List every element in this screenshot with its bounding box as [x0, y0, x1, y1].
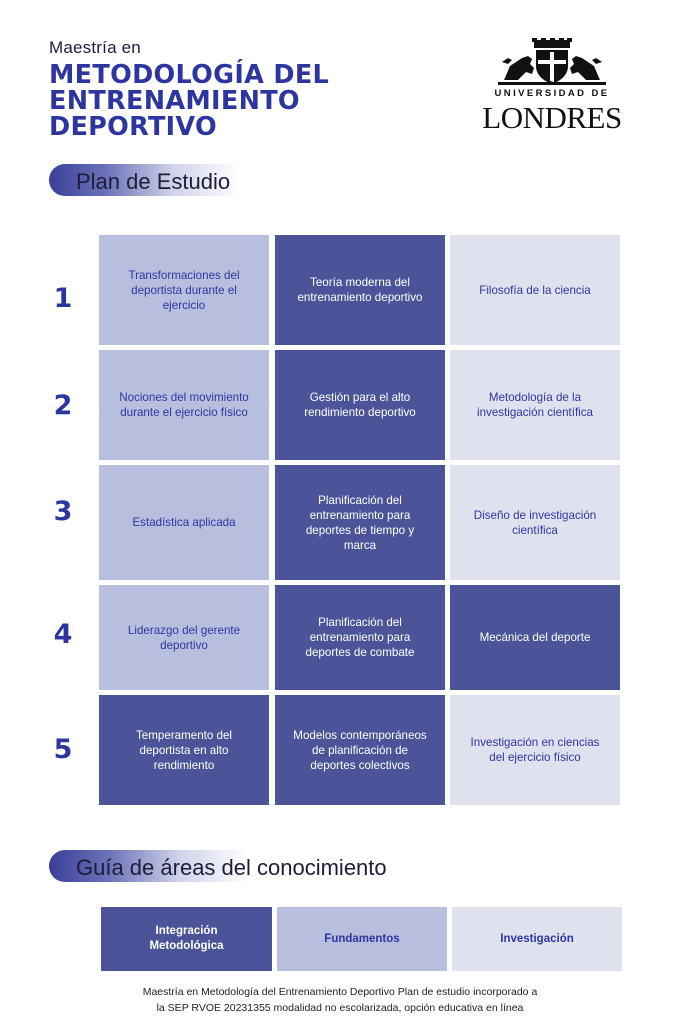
row-number-2: 2 [53, 390, 73, 421]
footer-note: Maestría en Metodología del Entrenamient… [80, 984, 600, 1016]
legend-integracion: Integración Metodológica [101, 907, 272, 971]
pre-title: Maestría en [49, 38, 141, 57]
row-number-5: 5 [53, 734, 73, 765]
course-cell: Temperamento del deportista en alto rend… [99, 695, 269, 805]
plan-section-title: Plan de Estudio [76, 169, 231, 194]
page-header: Maestría en METODOLOGÍA DEL ENTRENAMIENT… [49, 38, 409, 140]
course-cell: Investigación en ciencias del ejercicio … [450, 695, 620, 805]
course-cell: Gestión para el alto rendimiento deporti… [275, 350, 445, 460]
university-logo: UNIVERSIDAD DE LONDRES [474, 36, 630, 136]
logo-name-text: LONDRES [482, 100, 622, 135]
course-cell: Metodología de la investigación científi… [450, 350, 620, 460]
program-title: METODOLOGÍA DEL ENTRENAMIENTO DEPORTIVO [49, 62, 409, 140]
crest-icon [498, 38, 606, 85]
course-cell: Planificación del entrenamiento para dep… [275, 465, 445, 580]
guide-section-title: Guía de áreas del conocimiento [76, 855, 387, 880]
program-title-line-1: METODOLOGÍA DEL [49, 60, 330, 90]
plan-section-pill [49, 164, 239, 196]
course-cell: Liderazgo del gerente deportivo [99, 585, 269, 690]
course-cell: Estadística aplicada [99, 465, 269, 580]
row-number-4: 4 [53, 619, 73, 650]
course-cell: Transformaciones del deportista durante … [99, 235, 269, 345]
footer-line-2: la SEP RVOE 20231355 modalidad no escola… [156, 1002, 524, 1014]
legend-investigacion: Investigación [452, 907, 622, 971]
logo-university-text: UNIVERSIDAD DE [494, 88, 610, 99]
legend-fundamentos: Fundamentos [277, 907, 447, 971]
course-cell: Modelos contemporáneos de planificación … [275, 695, 445, 805]
guide-section-pill [49, 850, 249, 882]
course-cell: Filosofía de la ciencia [450, 235, 620, 345]
course-cell: Mecánica del deporte [450, 585, 620, 690]
program-title-line-3: DEPORTIVO [49, 112, 217, 142]
row-number-3: 3 [53, 496, 73, 527]
course-cell: Teoría moderna del entrenamiento deporti… [275, 235, 445, 345]
program-title-line-2: ENTRENAMIENTO [49, 86, 300, 116]
row-number-1: 1 [53, 283, 73, 314]
course-cell: Diseño de investigación científica [450, 465, 620, 580]
course-cell: Planificación del entrenamiento para dep… [275, 585, 445, 690]
footer-line-1: Maestría en Metodología del Entrenamient… [142, 986, 538, 998]
course-cell: Nociones del movimiento durante el ejerc… [99, 350, 269, 460]
